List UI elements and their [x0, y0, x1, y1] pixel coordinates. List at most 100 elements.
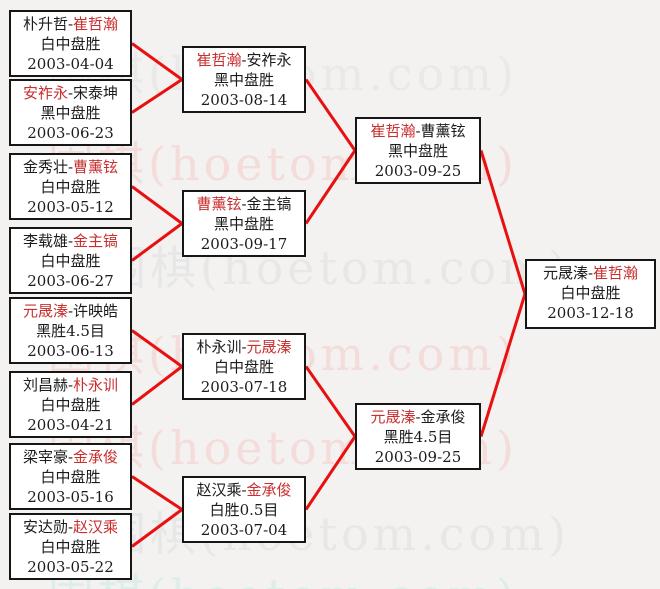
player-name: 崔哲瀚	[370, 122, 416, 140]
player-name: 金主镐	[246, 195, 292, 213]
player-name: 朴升哲	[22, 15, 68, 33]
match-result: 白中盘胜	[40, 396, 101, 414]
match-date: 2003-05-12	[27, 198, 114, 216]
match-box-final: 元晟溱-崔哲瀚 白中盘胜 2003-12-18	[525, 259, 656, 329]
player-name: 曹薰铉	[196, 195, 242, 213]
match-date: 2003-06-23	[27, 124, 114, 142]
match-players: 梁宰豪-金承俊	[11, 447, 130, 467]
separator: -	[67, 158, 74, 176]
match-players: 朴升哲-崔哲瀚	[11, 14, 130, 34]
match-result: 白中盘胜	[560, 284, 621, 302]
match-date: 2003-08-14	[200, 91, 288, 109]
separator: -	[415, 122, 421, 140]
match-date: 2003-09-25	[374, 162, 462, 180]
match-box-round-of-16: 刘昌赫-朴永训 白中盘胜 2003-04-21	[9, 371, 132, 438]
separator: -	[241, 195, 247, 213]
separator: -	[67, 518, 74, 536]
match-box-round-of-16: 金秀壮-曹薰铉 白中盘胜 2003-05-12	[9, 153, 132, 220]
player-name: 宋泰坤	[73, 84, 119, 102]
match-box-quarterfinal: 朴永训-元晟溱 白中盘胜 2003-07-18	[182, 333, 306, 400]
match-result: 黑中盘胜	[387, 142, 448, 160]
watermark-text: 围棋(hoetom.com)	[100, 507, 570, 561]
match-date: 2003-06-27	[27, 272, 114, 290]
match-date: 2003-06-13	[27, 342, 114, 360]
match-players: 安祚永-宋泰坤	[11, 83, 130, 103]
player-name: 曹薰铉	[73, 158, 119, 176]
separator: -	[67, 448, 74, 466]
match-players: 赵汉乘-金承俊	[184, 480, 304, 500]
match-box-quarterfinal: 赵汉乘-金承俊 白胜0.5目 2003-07-04	[182, 476, 306, 543]
match-result: 白中盘胜	[40, 178, 101, 196]
player-name: 元晟溱	[542, 264, 588, 282]
match-date: 2003-09-17	[200, 235, 288, 253]
match-result: 白中盘胜	[213, 358, 274, 376]
player-name: 金秀壮	[22, 158, 68, 176]
match-box-round-of-16: 安祚永-宋泰坤 黑中盘胜 2003-06-23	[9, 79, 132, 146]
match-result: 白中盘胜	[40, 35, 101, 53]
separator: -	[67, 15, 74, 33]
match-date: 2003-04-21	[27, 416, 114, 434]
match-result: 白胜0.5目	[209, 501, 279, 519]
player-name: 安祚永	[22, 84, 68, 102]
player-name: 金承俊	[246, 481, 292, 499]
player-name: 崔哲瀚	[196, 51, 242, 69]
player-name: 崔哲瀚	[593, 264, 639, 282]
match-result: 白中盘胜	[40, 252, 101, 270]
match-box-round-of-16: 元晟溱-许映皓 黑胜4.5目 2003-06-13	[9, 297, 132, 364]
player-name: 元晟溱	[246, 338, 292, 356]
match-box-round-of-16: 朴升哲-崔哲瀚 白中盘胜 2003-04-04	[9, 10, 132, 77]
player-name: 梁宰豪	[22, 448, 68, 466]
player-name: 朴永训	[196, 338, 242, 356]
player-name: 许映皓	[73, 302, 119, 320]
player-name: 元晟溱	[370, 408, 416, 426]
separator: -	[67, 376, 74, 394]
match-result: 白中盘胜	[40, 468, 101, 486]
separator: -	[241, 481, 247, 499]
separator: -	[415, 408, 421, 426]
match-result: 黑中盘胜	[213, 71, 274, 89]
separator: -	[241, 51, 247, 69]
player-name: 赵汉乘	[196, 481, 242, 499]
player-name: 安祚永	[246, 51, 292, 69]
match-result: 黑中盘胜	[40, 104, 101, 122]
match-result: 黑胜4.5目	[383, 428, 453, 446]
match-date: 2003-12-18	[547, 304, 634, 322]
player-name: 朴永训	[73, 376, 119, 394]
match-box-round-of-16: 安达勋-赵汉乘 白中盘胜 2003-05-22	[9, 513, 132, 580]
match-result: 白中盘胜	[40, 538, 101, 556]
match-players: 崔哲瀚-安祚永	[184, 50, 304, 70]
watermark-text: 围棋(hoetom.com)	[100, 241, 570, 295]
match-date: 2003-05-22	[27, 558, 114, 576]
match-result: 黑胜4.5目	[36, 322, 105, 340]
match-date: 2003-09-25	[374, 448, 462, 466]
player-name: 元晟溱	[22, 302, 68, 320]
match-date: 2003-07-18	[200, 378, 288, 396]
separator: -	[67, 84, 74, 102]
player-name: 李载雄	[22, 232, 68, 250]
match-result: 黑中盘胜	[213, 215, 274, 233]
separator: -	[587, 264, 594, 282]
match-box-round-of-16: 李载雄-金主镐 白中盘胜 2003-06-27	[9, 227, 132, 294]
match-date: 2003-07-04	[200, 521, 288, 539]
match-players: 元晟溱-金承俊	[357, 407, 479, 427]
player-name: 安达勋	[22, 518, 68, 536]
match-players: 李载雄-金主镐	[11, 231, 130, 251]
match-players: 崔哲瀚-曹薰铉	[357, 121, 479, 141]
match-date: 2003-04-04	[27, 55, 114, 73]
player-name: 金承俊	[73, 448, 119, 466]
match-box-semifinal: 崔哲瀚-曹薰铉 黑中盘胜 2003-09-25	[355, 117, 481, 184]
match-players: 金秀壮-曹薰铉	[11, 157, 130, 177]
watermark-text: 围棋(hoetom.com)	[48, 560, 518, 589]
match-players: 曹薰铉-金主镐	[184, 194, 304, 214]
match-box-quarterfinal: 曹薰铉-金主镐 黑中盘胜 2003-09-17	[182, 190, 306, 257]
player-name: 刘昌赫	[22, 376, 68, 394]
match-players: 元晟溱-许映皓	[11, 301, 130, 321]
match-players: 元晟溱-崔哲瀚	[527, 263, 654, 283]
separator: -	[241, 338, 247, 356]
player-name: 崔哲瀚	[73, 15, 119, 33]
match-box-round-of-16: 梁宰豪-金承俊 白中盘胜 2003-05-16	[9, 443, 132, 510]
separator: -	[67, 302, 74, 320]
match-box-quarterfinal: 崔哲瀚-安祚永 黑中盘胜 2003-08-14	[182, 46, 306, 113]
match-players: 朴永训-元晟溱	[184, 337, 304, 357]
